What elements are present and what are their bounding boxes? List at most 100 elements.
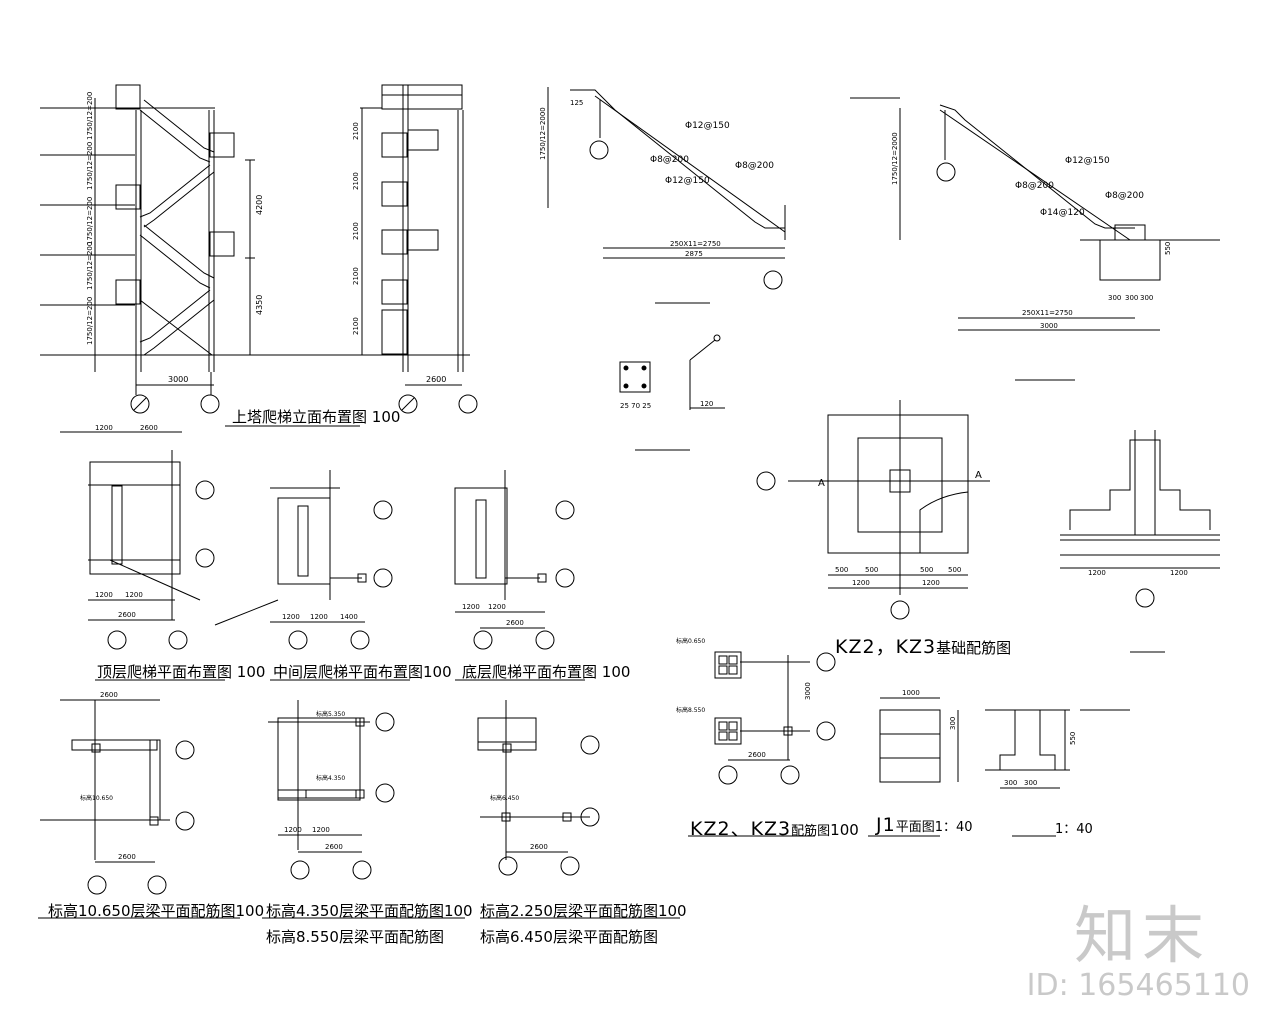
dim-2600: 2600	[748, 751, 766, 759]
level-label: 标高0.650	[676, 637, 705, 645]
dim-2100: 2100	[352, 317, 360, 335]
dim-550: 550	[1069, 732, 1077, 745]
dim-2600: 2600	[325, 843, 343, 851]
dim-500: 500	[835, 566, 848, 574]
title-top-plan: 顶层爬梯平面布置图 100	[97, 663, 266, 681]
top-floor-plan: 1200 2600 1200 1200 2600	[60, 424, 215, 650]
title-beam-8550: 标高8.550层梁平面配筋图	[266, 928, 444, 946]
dim-rise: 1750/12=200	[86, 197, 94, 245]
level-label: 标高5.350	[316, 710, 345, 718]
title-elevation: 上塔爬梯立面布置图 100	[232, 408, 401, 426]
title-beam-4350: 标高4.350层梁平面配筋图100	[266, 902, 473, 920]
dim-run: 250X11=2750	[1022, 309, 1073, 317]
dim-125: 125	[570, 99, 583, 107]
watermark-id: ID: 165465110	[1026, 968, 1250, 1003]
title-kz-rebar: KZ2、KZ3配筋图100	[690, 818, 859, 840]
dim-1200: 1200	[312, 826, 330, 834]
dim-1200: 1200	[462, 603, 480, 611]
foundation-section: 1200 1200	[1060, 430, 1220, 653]
dim-300: 300	[1004, 779, 1017, 787]
dim-4350: 4350	[255, 295, 264, 315]
level-label: 标高8.550	[676, 706, 705, 714]
foundation-plan: A A 500 500 500 500 1200 1200	[756, 400, 990, 620]
bottom-floor-plan: 1200 1200 2600	[454, 470, 575, 650]
level-label: 标高6.450	[490, 794, 519, 802]
dim-rise: 1750/12=200	[86, 242, 94, 290]
dim-2600: 2600	[100, 691, 118, 699]
dim-3000: 3000	[1040, 322, 1058, 330]
dim-300: 300	[1108, 294, 1121, 302]
dim-1200: 1200	[95, 424, 113, 432]
dim-3000: 3000	[804, 682, 812, 700]
dim-run: 250X11=2750	[670, 240, 721, 248]
kz-column-rebar: 标高0.650 标高8.550 3000 2600	[676, 637, 836, 785]
stair-section-2: 1750/12=2000 Φ12@150 Φ8@200 Φ8@200 Φ14@1…	[850, 97, 1220, 381]
stair-section-1: 1750/12=2000 125 Φ12@150 Φ8@200 Φ8@200 Φ…	[539, 87, 786, 304]
beam-plan-4350: 标高5.350 标高4.350 1200 1200 2600	[268, 700, 395, 880]
dim-2600: 2600	[426, 375, 446, 384]
level-label: 标高10.650	[80, 794, 113, 802]
section-mark-a: A	[818, 478, 825, 489]
dim-2600: 2600	[506, 619, 524, 627]
dim-2600: 2600	[118, 853, 136, 861]
middle-floor-plan: 1200 1200 1400	[214, 470, 393, 650]
dim-1200: 1200	[282, 613, 300, 621]
dim-300: 300	[1125, 294, 1138, 302]
watermark-brand: 知末	[1073, 899, 1210, 972]
rebar-label: Φ12@150	[1065, 156, 1110, 166]
footing-section-small: 300 300 550	[985, 709, 1130, 789]
dim-col: 25 70 25	[620, 402, 651, 410]
title-j1-plan: J1平面图1：40	[876, 814, 973, 836]
dim-4200: 4200	[255, 195, 264, 215]
dim-rise: 1750/12=200	[86, 297, 94, 345]
dim-500: 500	[865, 566, 878, 574]
title-kz-foundation: KZ2，KZ3基础配筋图	[835, 636, 1012, 658]
rebar-label: Φ8@200	[1105, 191, 1144, 201]
dim-2100: 2100	[352, 267, 360, 285]
section-mark-a: A	[975, 470, 982, 481]
dim-2100: 2100	[352, 172, 360, 190]
dim-2100: 2100	[352, 122, 360, 140]
rebar-label: Φ12@150	[685, 121, 730, 131]
dim-500: 500	[920, 566, 933, 574]
dim-2600: 2600	[140, 424, 158, 432]
rebar-label: Φ8@200	[1015, 181, 1054, 191]
level-label: 标高4.350	[316, 774, 345, 782]
dim-rise: 1750/12=2000	[891, 132, 899, 185]
beam-plan-2250: 标高6.450 2600	[477, 700, 600, 876]
dim-1200: 1200	[310, 613, 328, 621]
dim-2100: 2100	[352, 222, 360, 240]
column-section: 25 70 25 120	[619, 334, 725, 451]
dim-1000: 1000	[902, 689, 920, 697]
rebar-label: Φ14@120	[1040, 208, 1085, 218]
title-bottom-plan: 底层爬梯平面布置图 100	[462, 663, 631, 681]
dim-rise: 1750/12=200	[86, 142, 94, 190]
dim-1200: 1200	[1170, 569, 1188, 577]
dim-1200: 1200	[125, 591, 143, 599]
title-scale: 1：40	[1055, 822, 1093, 837]
dim-rise: 1750/12=2000	[539, 107, 547, 160]
dim-120: 120	[700, 400, 713, 408]
dim-1200: 1200	[852, 579, 870, 587]
dim-1200: 1200	[284, 826, 302, 834]
j1-plan: 1000 300	[879, 689, 959, 783]
title-beam-6450: 标高6.450层梁平面配筋图	[480, 928, 658, 946]
dim-2875: 2875	[685, 250, 703, 258]
dim-550: 550	[1164, 242, 1172, 255]
rebar-label: Φ8@200	[735, 161, 774, 171]
dim-1400: 1400	[340, 613, 358, 621]
dim-300: 300	[1140, 294, 1153, 302]
dim-500: 500	[948, 566, 961, 574]
title-mid-plan: 中间层爬梯平面布置图100	[273, 663, 452, 681]
title-beam-2250: 标高2.250层梁平面配筋图100	[480, 902, 687, 920]
beam-plan-10650: 2600 标高10.650 2600	[40, 691, 195, 895]
rebar-label: Φ8@200	[650, 155, 689, 165]
rebar-label: Φ12@150	[665, 176, 710, 186]
dim-rise: 1750/12=200	[86, 92, 94, 140]
dim-1200: 1200	[922, 579, 940, 587]
dim-2600: 2600	[530, 843, 548, 851]
dim-1200: 1200	[488, 603, 506, 611]
dim-300: 300	[1024, 779, 1037, 787]
dim-2600: 2600	[118, 611, 136, 619]
